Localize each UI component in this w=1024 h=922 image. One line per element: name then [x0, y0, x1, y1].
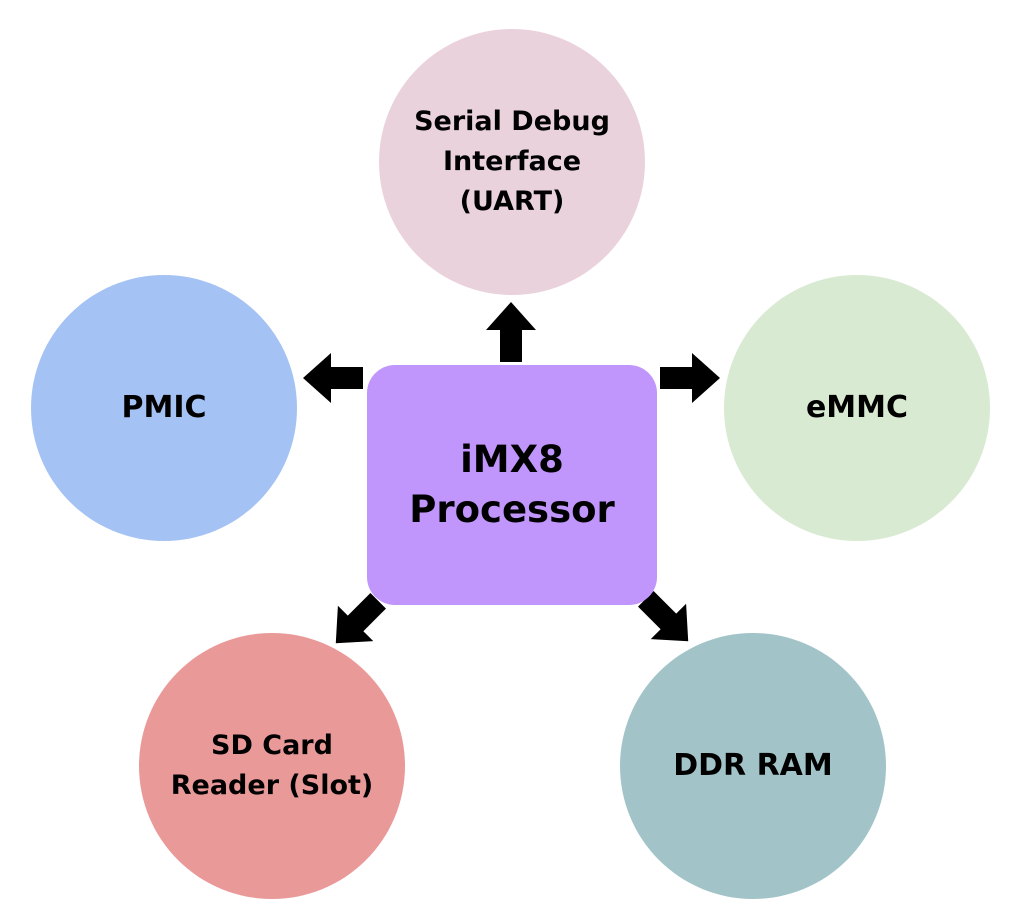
node-pmic-label: PMIC	[121, 390, 207, 425]
arrow-down-left-to-sd	[335, 593, 386, 644]
node-pmic: PMIC	[31, 275, 297, 541]
arrow-right-icon	[660, 353, 720, 403]
node-processor-label: iMX8 Processor	[409, 438, 615, 531]
node-emmc-label: eMMC	[805, 390, 909, 425]
arrow-left-to-pmic	[303, 353, 363, 403]
node-ddr-ram: DDR RAM	[620, 633, 886, 899]
arrow-left-icon	[303, 353, 363, 403]
node-sd-card-reader-label: SD Card Reader (Slot)	[170, 730, 374, 801]
node-uart: Serial Debug Interface (UART)	[379, 29, 645, 295]
node-processor: iMX8 Processor	[367, 365, 657, 605]
node-ddr-ram-label: DDR RAM	[673, 748, 833, 783]
arrow-down-left-icon	[335, 593, 386, 644]
node-sd-card-reader: SD Card Reader (Slot)	[139, 633, 405, 899]
node-uart-label: Serial Debug Interface (UART)	[414, 106, 610, 217]
arrow-down-right-icon	[638, 591, 689, 642]
arrow-up-icon	[486, 302, 536, 362]
node-emmc: eMMC	[724, 275, 990, 541]
arrow-up-to-uart	[486, 302, 536, 362]
arrow-right-to-emmc	[660, 353, 720, 403]
arrow-down-right-to-ddr	[638, 591, 689, 642]
